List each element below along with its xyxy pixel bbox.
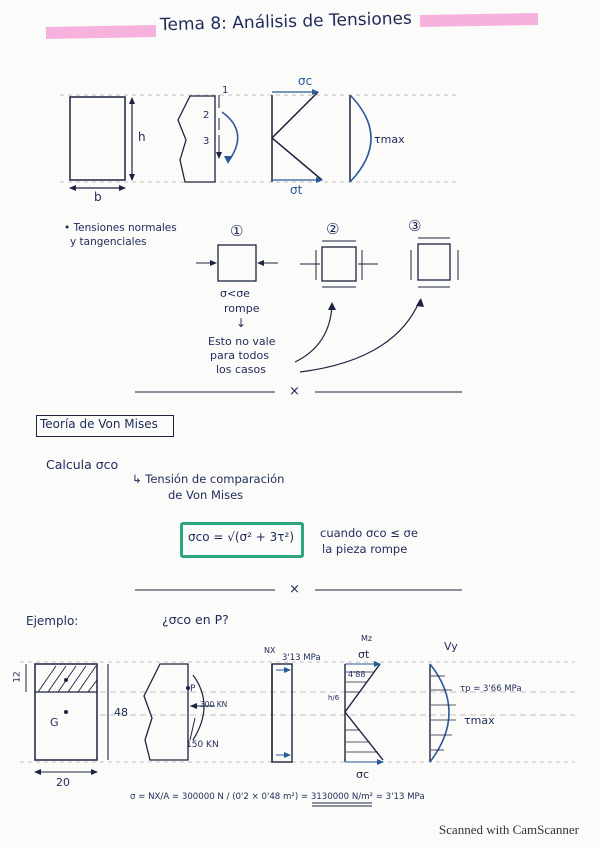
stresses-heading-line2: y tangenciales <box>70 236 147 248</box>
example-question: ¿σco en P? <box>162 612 229 627</box>
vy-label: Vy <box>444 640 458 653</box>
sigma-c-label: σc <box>298 74 313 88</box>
sigma-c-example: σc <box>356 768 370 781</box>
nx-label: NX <box>264 646 276 655</box>
comparison-line2: de Von Mises <box>168 488 244 502</box>
stresses-heading-line1: • Tensiones normales <box>64 222 177 234</box>
nx-value: 3'13 MPa <box>282 653 321 663</box>
width-label: b <box>94 190 102 204</box>
calc-text: Calcula σco <box>46 457 119 472</box>
value-488: 4'88 <box>348 670 366 679</box>
centroid-label: G <box>50 716 59 729</box>
dim-20: 20 <box>56 776 70 789</box>
down-arrow: ↓ <box>236 316 247 330</box>
note-line2: para todos <box>210 349 269 362</box>
case-3-label: ③ <box>408 217 422 235</box>
von-mises-heading-box <box>36 415 174 437</box>
dim-12: 12 <box>12 671 23 683</box>
condition-line1: σ<σe <box>220 287 250 300</box>
point-p-label: P <box>190 684 196 694</box>
sigma-t-example: σt <box>358 648 370 661</box>
case-2-label: ② <box>326 220 340 238</box>
separator-mark-1: × <box>289 384 300 399</box>
tau-p-value: τp = 3'66 MPa <box>460 684 522 694</box>
point-1-label: 1 <box>222 85 229 96</box>
force-300: 300 KN <box>200 700 228 709</box>
mz-label: Mz <box>361 634 373 643</box>
separator-mark-2: × <box>289 582 300 597</box>
note-line3: los casos <box>216 363 266 376</box>
tau-max-label: τmax <box>374 133 405 146</box>
watermark: Scanned with CamScanner <box>438 822 579 837</box>
h-over-6: h/6 <box>328 694 340 702</box>
condition-line2: rompe <box>224 302 260 315</box>
final-formula: σ = NX/A = 300000 N / (0'2 × 0'48 m²) = … <box>130 792 425 802</box>
formula-box <box>180 522 304 558</box>
dim-48: 48 <box>114 706 128 719</box>
break-condition-line1: cuando σco ≤ σe <box>320 526 418 540</box>
von-mises-heading: Teoría de Von Mises <box>40 417 158 431</box>
point-2-label: 2 <box>203 110 210 121</box>
break-condition-line2: la pieza rompe <box>322 542 408 556</box>
point-3-label: 3 <box>203 136 210 147</box>
comparison-line1: ↳ Tensión de comparación <box>132 472 285 486</box>
von-mises-formula: σco = √(σ² + 3τ²) <box>188 530 295 544</box>
note-line1: Esto no vale <box>208 335 276 348</box>
height-label: h <box>138 130 146 144</box>
tau-max-example: τmax <box>464 714 495 727</box>
example-label: Ejemplo: <box>26 614 79 628</box>
force-150: 150 KN <box>186 740 219 750</box>
case-1-label: ① <box>230 222 244 240</box>
sigma-t-label: σt <box>290 183 303 197</box>
